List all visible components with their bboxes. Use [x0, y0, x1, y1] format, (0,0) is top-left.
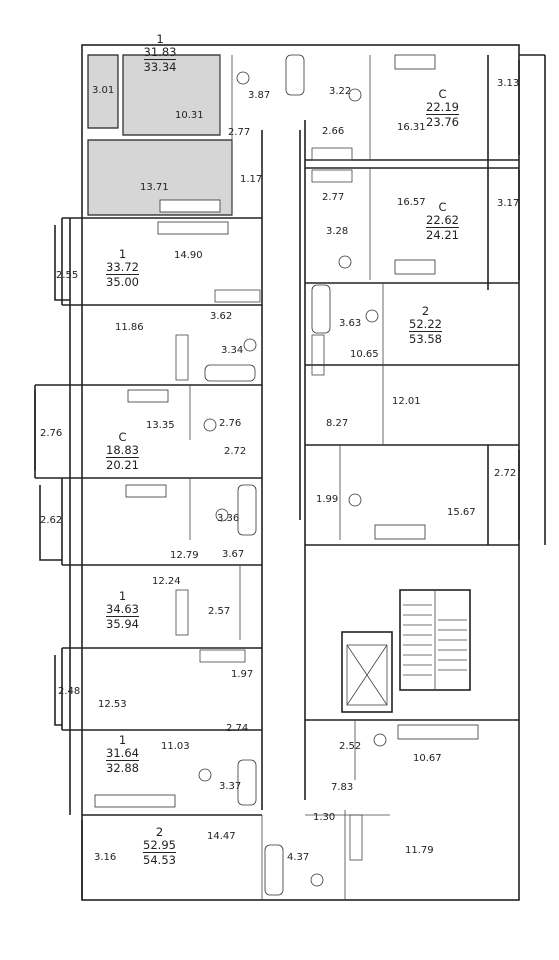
room-area: 3.16: [94, 852, 117, 863]
room-area: 2.62: [40, 515, 63, 526]
room-area: 1.30: [313, 812, 336, 823]
room-area: 2.76: [219, 418, 242, 429]
room-area: 2.57: [208, 606, 231, 617]
room-area: 8.27: [326, 418, 349, 429]
room-area: 10.31: [175, 110, 204, 121]
room-area: 12.79: [170, 550, 199, 561]
room-area: 2.74: [226, 723, 249, 734]
room-area: 11.86: [115, 322, 144, 333]
room-area: 13.71: [140, 182, 169, 193]
room-area: 2.77: [322, 192, 345, 203]
room-area: 3.13: [497, 78, 520, 89]
balconies: [34, 60, 520, 900]
room-area: 2.48: [58, 686, 81, 697]
fixtures: [94, 54, 479, 896]
room-area: 2.76: [40, 428, 63, 439]
partitions: [189, 55, 390, 900]
room-area: 13.35: [146, 420, 175, 431]
room-area: 14.90: [174, 250, 203, 261]
room-area: 3.37: [219, 781, 242, 792]
left-dividers: [34, 217, 262, 816]
shaded-balcony: [87, 54, 119, 129]
room-area: 12.24: [152, 576, 181, 587]
room-area: 15.67: [447, 507, 476, 518]
room-area: 14.47: [207, 831, 236, 842]
room-area: 11.03: [161, 741, 190, 752]
room-area: 1.17: [240, 174, 263, 185]
room-area: 3.01: [92, 85, 115, 96]
room-area: 10.67: [413, 753, 442, 764]
right-dividers: [305, 54, 546, 721]
room-area: 3.28: [326, 226, 349, 237]
room-area: 3.63: [339, 318, 362, 329]
room-area: 3.87: [248, 90, 271, 101]
room-area: 3.67: [222, 549, 245, 560]
room-area: 10.65: [350, 349, 379, 360]
radiators: [175, 147, 363, 861]
room-area: 2.72: [224, 446, 247, 457]
room-area: 2.55: [56, 270, 79, 281]
room-area: 1.97: [231, 669, 254, 680]
room-area: 2.66: [322, 126, 345, 137]
room-area: 16.31: [397, 122, 426, 133]
room-area: 12.53: [98, 699, 127, 710]
room-area: 2.72: [494, 468, 517, 479]
room-area: 4.37: [287, 852, 310, 863]
room-area: 3.22: [329, 86, 352, 97]
room-area: 2.52: [339, 741, 362, 752]
room-area: 3.62: [210, 311, 233, 322]
room-area: 3.34: [221, 345, 244, 356]
room-area: 16.57: [397, 197, 426, 208]
room-area: 1.99: [316, 494, 339, 505]
room-area: 7.83: [331, 782, 354, 793]
stair-elevator: [341, 589, 471, 713]
room-area: 3.36: [217, 513, 240, 524]
room-area: 2.77: [228, 127, 251, 138]
room-area: 3.17: [497, 198, 520, 209]
corridor-walls: [261, 120, 306, 810]
room-area: 11.79: [405, 845, 434, 856]
room-area: 12.01: [392, 396, 421, 407]
